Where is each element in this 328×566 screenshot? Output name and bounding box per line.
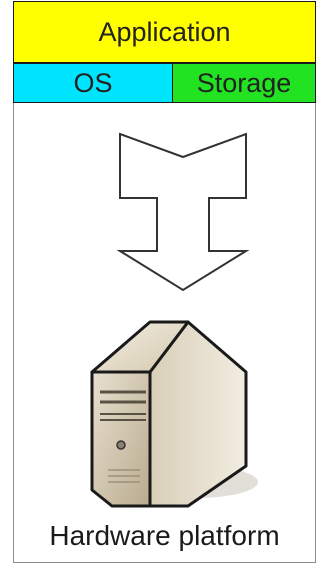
hardware-platform-label: Hardware platform <box>13 522 316 550</box>
